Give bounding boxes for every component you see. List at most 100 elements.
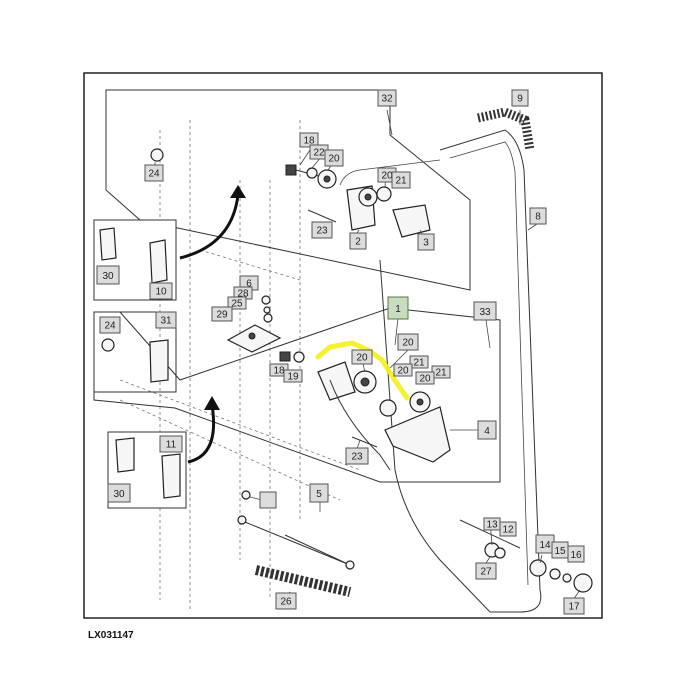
figure-code: LX031147 <box>88 630 134 641</box>
callout-5: 5 <box>309 483 329 503</box>
svg-text:29: 29 <box>216 310 228 321</box>
svg-text:24: 24 <box>148 169 160 180</box>
svg-text:30: 30 <box>102 271 114 282</box>
diagram-frame <box>83 72 603 619</box>
lower-detail-panel <box>93 295 501 483</box>
callout-25: 25 <box>227 296 247 310</box>
callout-4: 4 <box>477 420 497 440</box>
svg-text:22: 22 <box>313 148 325 159</box>
callout-33: 33 <box>473 301 497 321</box>
svg-text:21: 21 <box>395 176 407 187</box>
callout-11: 11 <box>159 435 183 453</box>
seal-part-9 <box>477 107 535 151</box>
svg-text:31: 31 <box>160 316 172 327</box>
washer-part-24 <box>150 148 164 162</box>
callout-15: 15 <box>551 541 569 559</box>
inset-box-24-31 <box>93 311 177 393</box>
svg-text:18: 18 <box>273 366 285 377</box>
svg-text:20: 20 <box>328 154 340 165</box>
door-glass-panel <box>379 129 542 613</box>
callout-21-upper: 21 <box>391 171 411 189</box>
svg-text:30: 30 <box>113 489 125 500</box>
gas-strut-part-5 <box>237 490 355 570</box>
callout-21-lower-b: 21 <box>431 365 451 379</box>
callout-20-lower-d: 20 <box>415 371 435 385</box>
callout-29: 29 <box>211 306 233 322</box>
callout-16: 16 <box>567 545 585 563</box>
callout-26: 26 <box>275 592 297 610</box>
callout-10: 10 <box>149 282 173 300</box>
callout-21-lower-a: 21 <box>409 355 429 369</box>
callout-30-lower: 30 <box>107 483 131 503</box>
callout-9: 9 <box>511 89 529 107</box>
svg-text:9: 9 <box>517 94 523 105</box>
svg-text:6: 6 <box>246 279 252 290</box>
callout-32: 32 <box>377 89 397 107</box>
svg-text:20: 20 <box>402 338 414 349</box>
svg-text:4: 4 <box>484 426 490 437</box>
callout-30-upper: 30 <box>96 265 120 285</box>
svg-text:20: 20 <box>397 366 409 377</box>
arrow-upper-head <box>230 185 246 198</box>
svg-text:13: 13 <box>486 520 498 531</box>
callout-20-lower-a: 20 <box>397 333 419 351</box>
arrow-upper <box>179 194 240 260</box>
callout-19: 19 <box>283 369 303 383</box>
svg-text:27: 27 <box>480 567 492 578</box>
inset-box-10-30 <box>93 219 177 301</box>
callout-17: 17 <box>563 597 585 615</box>
svg-text:23: 23 <box>351 452 363 463</box>
callout-20-lower-b: 20 <box>351 349 373 365</box>
svg-text:28: 28 <box>237 289 249 300</box>
svg-text:5: 5 <box>316 489 322 500</box>
svg-text:21: 21 <box>435 368 447 379</box>
svg-text:18: 18 <box>303 136 315 147</box>
svg-text:17: 17 <box>568 602 580 613</box>
callout-14: 14 <box>535 534 555 554</box>
arrow-lower-head <box>204 396 220 410</box>
callout-8: 8 <box>529 207 547 225</box>
svg-text:33: 33 <box>479 307 491 318</box>
handle-part-3 <box>392 204 431 238</box>
latch-rod <box>329 379 391 471</box>
svg-text:8: 8 <box>535 212 541 223</box>
callout-20-lower-c: 20 <box>393 363 413 377</box>
latch-part-2 <box>346 185 392 231</box>
callout-13: 13 <box>483 517 501 531</box>
svg-text:25: 25 <box>231 299 243 310</box>
screw-part-23-lower <box>351 436 378 448</box>
callout-2: 2 <box>349 232 367 250</box>
callout-24-upper: 24 <box>144 164 164 182</box>
lower-hinge-parts <box>459 519 593 593</box>
callout-7 <box>259 491 277 509</box>
spring-part-26 <box>254 565 352 597</box>
latch-plate <box>317 361 356 401</box>
svg-text:3: 3 <box>423 238 429 249</box>
callout-31: 31 <box>155 311 177 329</box>
callout-24-lower: 24 <box>99 316 121 334</box>
svg-text:11: 11 <box>166 440 177 451</box>
callout-18-upper: 18 <box>299 132 319 148</box>
svg-text:23: 23 <box>316 226 328 237</box>
upper-detail-panel <box>105 89 471 291</box>
handle-part-4 <box>384 406 451 463</box>
svg-text:21: 21 <box>413 358 425 369</box>
svg-text:10: 10 <box>155 287 167 298</box>
svg-text:26: 26 <box>280 597 292 608</box>
svg-text:32: 32 <box>381 94 393 105</box>
callout-1: 1 <box>387 296 409 320</box>
callout-3: 3 <box>417 233 435 251</box>
svg-text:20: 20 <box>419 374 431 385</box>
svg-text:14: 14 <box>539 540 551 551</box>
svg-text:1: 1 <box>395 304 401 315</box>
screw-part-23-upper <box>307 209 337 223</box>
svg-text:19: 19 <box>287 372 299 383</box>
svg-text:12: 12 <box>502 525 514 536</box>
svg-text:20: 20 <box>381 171 393 182</box>
svg-text:24: 24 <box>104 321 116 332</box>
callout-23-upper: 23 <box>311 221 333 239</box>
callout-23-lower: 23 <box>345 447 369 465</box>
callout-20-upper-a: 20 <box>324 149 344 167</box>
svg-text:20: 20 <box>356 353 368 364</box>
